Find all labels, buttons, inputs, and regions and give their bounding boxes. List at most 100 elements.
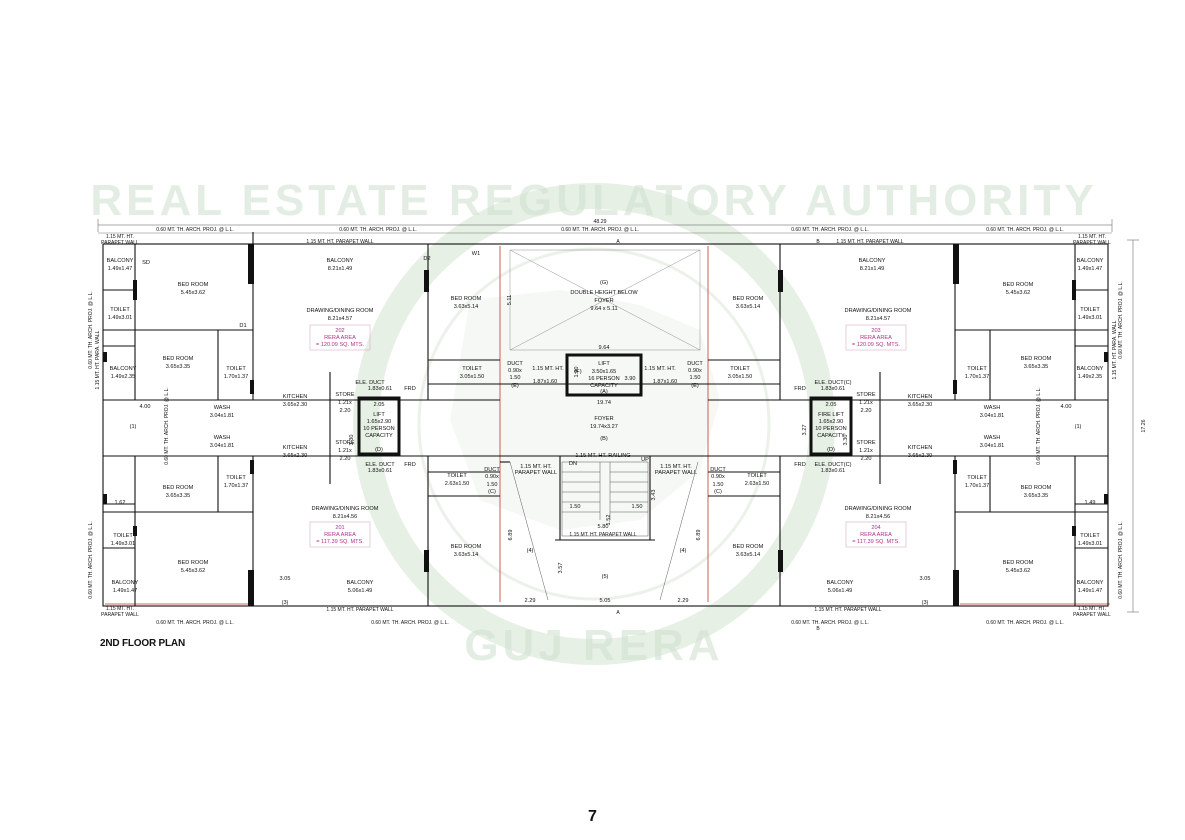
bedroom-label: BED ROOM: [178, 560, 209, 566]
stair-357: 3.57: [558, 563, 564, 574]
stair-505: 5.05: [600, 598, 611, 604]
wash-dim: 3.04x1.81: [980, 413, 1005, 419]
foyer-g-tag: (G): [600, 280, 608, 286]
duct-br-dim1: 0.90x: [711, 474, 725, 480]
lift-d-left-w: 2.05: [374, 402, 385, 408]
bottom-proj-note-4: 0.60 MT. TH. ARCH. PROJ. @ L.L.: [986, 620, 1064, 626]
dim-305: 3.05: [920, 576, 931, 582]
wash-label: WASH: [984, 435, 1001, 441]
bedroom-dim: 5.45x3.62: [181, 568, 206, 574]
frd-right-bottom: FRD: [794, 462, 806, 468]
bottom-proj-note-3: 0.60 MT. TH. ARCH. PROJ. @ L.L.: [791, 620, 869, 626]
toilet-label: TOILET: [1080, 533, 1100, 539]
top-proj-note-3: 0.60 MT. TH. ARCH. PROJ. @ L.L.: [561, 227, 639, 233]
balcony-label-2: BALCONY: [1077, 366, 1104, 372]
balcony-label: BALCONY: [112, 580, 139, 586]
duct-right-name: DUCT: [687, 361, 703, 367]
lift-a-dim: 3.50x1.65: [592, 369, 617, 375]
bedroom-dim: 5.45x3.62: [181, 290, 206, 296]
store-dim-2: 2.20: [340, 456, 351, 462]
top-proj-note-4: 0.60 MT. TH. ARCH. PROJ. @ L.L.: [791, 227, 869, 233]
bedroom-3-label: BED ROOM: [733, 544, 764, 550]
toilet-label: TOILET: [1080, 307, 1100, 313]
unit-202: BALCONY 1.49x1.47 TOILET 1.49x3.01 BALCO…: [107, 251, 485, 430]
watermark-bottom-text: GUJ RERA: [464, 621, 723, 670]
ele-duct-dim: 1.83x0.61: [368, 468, 393, 474]
lift-d-left-h: 3.30: [349, 435, 355, 446]
rera-area-label: RERA AREA: [860, 335, 892, 341]
left-proj-note-bottom: 0.60 MT. TH. ARCH. PROJ. @ L.L.: [88, 521, 94, 599]
bedroom-2-dim: 3.65x3.35: [166, 364, 191, 370]
toilet-dim: 1.49x3.01: [1078, 541, 1103, 547]
bedroom-dim: 5.45x3.62: [1006, 568, 1031, 574]
rera-area-value: = 117.39 SQ. MTS.: [852, 539, 900, 545]
toilet-2-label: TOILET: [226, 366, 246, 372]
toilet-2-dim: 1.70x1.37: [965, 483, 990, 489]
drawing-dim: 8.21x4.56: [866, 514, 891, 520]
lift-a-name: LIFT: [598, 361, 610, 367]
d2-mark: D2: [423, 256, 430, 262]
drawing-label: DRAWING/DINING ROOM: [845, 308, 912, 314]
duct-left-tag: (E): [511, 383, 519, 389]
stair-parapet-note: 1.15 MT. HT. PARAPET WALL: [569, 532, 636, 538]
stair-t5: (5): [602, 574, 609, 580]
top-right-parapet-note-2: PARAPET WALL: [1073, 240, 1111, 246]
drawing-dim: 8.21x4.56: [333, 514, 358, 520]
frd-left-top: FRD: [404, 386, 416, 392]
balcony-label: BALCONY: [107, 258, 134, 264]
toilet-dim: 1.49x3.01: [1078, 315, 1103, 321]
ele-duct-label: ELE. DUCT(C): [815, 462, 852, 468]
balcony-dim-2: 1.49x2.35: [111, 374, 136, 380]
tag-3: (3): [282, 600, 289, 606]
balcony-bot-dim: 5.06x1.49: [828, 588, 853, 594]
bedroom-3-dim: 3.63x5.14: [736, 552, 761, 558]
store-label: STORE: [335, 392, 354, 398]
balcony-dim-2: 1.49x2.35: [1078, 374, 1103, 380]
toilet-3-dim: 2.63x1.50: [745, 481, 770, 487]
duct-left-name: DUCT: [507, 361, 523, 367]
foyer-name: FOYER: [594, 416, 613, 422]
duct-br-name: DUCT: [710, 467, 726, 473]
ele-duct-dim: 1.83x0.61: [368, 386, 393, 392]
parapet-core-left: 1.15 MT. HT.: [532, 366, 564, 372]
lift-a-cap2: CAPACITY: [590, 383, 618, 389]
drawing-label: DRAWING/DINING ROOM: [312, 506, 379, 512]
rera-area-label: RERA AREA: [860, 532, 892, 538]
stair-up: UP: [641, 457, 649, 463]
frd-left-bottom: FRD: [404, 462, 416, 468]
balcony-top-label: BALCONY: [327, 258, 354, 264]
balcony-label-2: BALCONY: [110, 366, 137, 372]
bedroom-label: BED ROOM: [1003, 282, 1034, 288]
lift-d-left-dim: 1.65x2.90: [367, 419, 392, 425]
page-number: 7: [588, 808, 597, 825]
w1-mark: W1: [472, 251, 480, 257]
stair-d1-right: 1.50: [632, 504, 643, 510]
bottom-parapet-left: 1.15 MT. HT. PARAPET WALL: [326, 607, 393, 613]
stair-689-right: 6.89: [696, 530, 702, 541]
railing-note: 1.15 MT. HT. RAILING: [575, 453, 630, 459]
parapet-proj-right-2: PARAPET WALL: [655, 470, 697, 476]
lift-d-left-tag: (D): [375, 447, 383, 453]
duct-left-dim2: 1.50: [510, 375, 521, 381]
bedroom-3-label: BED ROOM: [451, 544, 482, 550]
stair-229-right: 2.29: [678, 598, 689, 604]
duct-dim-left: 1.87x1.60: [533, 379, 558, 385]
bottom-parapet-right: 1.15 MT. HT. PARAPET WALL: [814, 607, 881, 613]
top-parapet-left: 1.15 MT. HT. PARAPET WALL: [306, 239, 373, 245]
bedroom-2-label: BED ROOM: [1021, 356, 1052, 362]
balcony-bot-label: BALCONY: [827, 580, 854, 586]
toilet-3-label: TOILET: [747, 473, 767, 479]
right-proj-note-top: 0.60 MT. TH. ARCH. PROJ. @ L.L.: [1118, 281, 1124, 359]
top-right-parapet-note: 1.15 MT. HT.: [1078, 234, 1106, 240]
frd-right-top: FRD: [794, 386, 806, 392]
duct-bl-dim2: 1.50: [487, 482, 498, 488]
balcony-top-dim: 8.21x1.49: [860, 266, 885, 272]
unit-number: 203: [871, 328, 880, 334]
balcony-dim: 1.49x1.47: [1078, 588, 1103, 594]
dim-327: 3.27: [802, 425, 808, 436]
bottom-left-parapet-note-2: PARAPET WALL: [101, 612, 139, 618]
kitchen-dim: 3.65x2.30: [283, 402, 308, 408]
foyer-dim: 19.74x3.27: [590, 424, 618, 430]
top-left-parapet-note: 1.15 MT. HT.: [106, 234, 134, 240]
